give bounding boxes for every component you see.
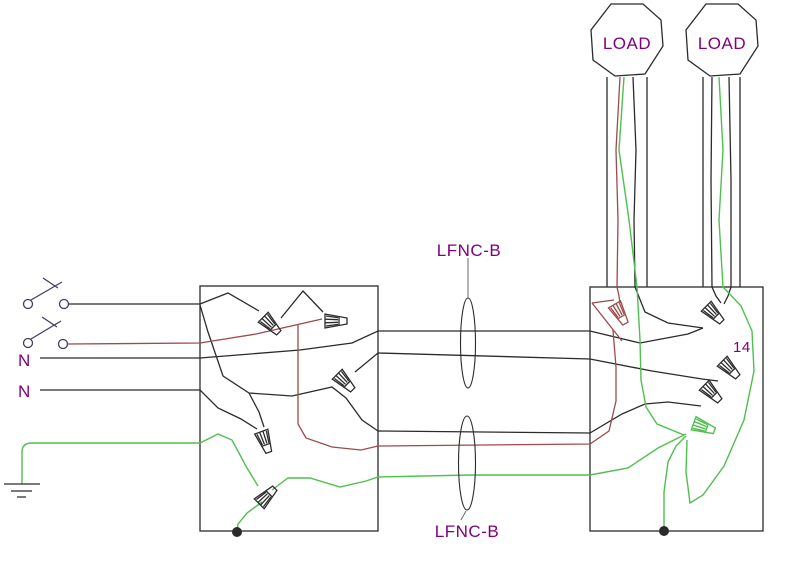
bond-wire-right bbox=[663, 435, 687, 531]
load-label-left: LOAD bbox=[603, 34, 651, 53]
wire-nut-icon bbox=[324, 313, 348, 329]
neutral2-wire bbox=[40, 389, 258, 430]
load-left-black-wire bbox=[632, 76, 704, 329]
ground-feed-wire bbox=[21, 442, 200, 484]
conduit-bottom-black-wire bbox=[199, 304, 702, 434]
conduit-label-bottom: LFNC-B bbox=[435, 522, 499, 541]
switch-terminal bbox=[22, 298, 34, 310]
conduit-top-wire-2 bbox=[354, 352, 719, 382]
load-right-black-wire-1 bbox=[710, 76, 722, 304]
switch-1 bbox=[22, 277, 70, 310]
wire-gauge-label: 14 bbox=[733, 339, 751, 356]
wire-segment-green bbox=[199, 433, 259, 487]
conduit-ellipse-bottom bbox=[457, 415, 477, 511]
wire-nut-red-icon bbox=[607, 300, 633, 328]
junction-box-right bbox=[589, 286, 764, 532]
switch-lever bbox=[30, 277, 63, 301]
green-conductors bbox=[21, 76, 755, 532]
ground-bars bbox=[4, 483, 40, 498]
wire-nut-green-icon bbox=[690, 415, 718, 439]
conduit-bottom-green-wire bbox=[271, 433, 687, 491]
junction-box-left bbox=[199, 285, 379, 532]
load-left-green-wire bbox=[618, 76, 685, 436]
wire-segment bbox=[280, 290, 324, 319]
switch-terminal bbox=[57, 338, 69, 350]
load-right-green-wire bbox=[685, 76, 755, 505]
conduit-top-wire-1 bbox=[199, 327, 704, 359]
wire-nut-icon bbox=[700, 300, 728, 328]
load-left-red-wire bbox=[615, 76, 621, 304]
neutral-label-1: N bbox=[18, 351, 31, 370]
wire-nut-icon bbox=[716, 355, 744, 383]
switch-terminal bbox=[22, 337, 34, 349]
conduit-bottom-red-wire bbox=[297, 325, 617, 451]
load-octagon-right bbox=[685, 3, 759, 77]
leader-line-bottom bbox=[460, 510, 467, 521]
black-conductors bbox=[40, 76, 732, 434]
wire-segment bbox=[248, 392, 265, 428]
switch-terminal bbox=[58, 298, 70, 310]
bond-point-left bbox=[232, 527, 242, 537]
load-right-black-wire-2 bbox=[723, 76, 732, 305]
red-wire-segment bbox=[591, 299, 623, 342]
wire-nut-icon bbox=[698, 379, 726, 407]
wire-nut-icon bbox=[254, 428, 276, 456]
conduit-ellipse-top bbox=[459, 297, 477, 389]
red-conductors bbox=[67, 76, 623, 451]
switch2-red-wire bbox=[67, 318, 323, 345]
load-label-right: LOAD bbox=[698, 34, 746, 53]
conduit-label-top: LFNC-B bbox=[437, 241, 501, 260]
wire-nut-icon bbox=[257, 311, 285, 339]
load-octagon-left bbox=[590, 3, 664, 77]
load-conduit-stems bbox=[606, 77, 741, 287]
switch-lever bbox=[30, 316, 62, 340]
ground-symbol bbox=[4, 483, 40, 498]
switch-2 bbox=[22, 316, 69, 350]
bond-wire-left bbox=[236, 501, 263, 532]
neutral-label-2: N bbox=[18, 382, 31, 401]
bond-point-right bbox=[659, 526, 669, 536]
wire-segment bbox=[199, 292, 260, 312]
